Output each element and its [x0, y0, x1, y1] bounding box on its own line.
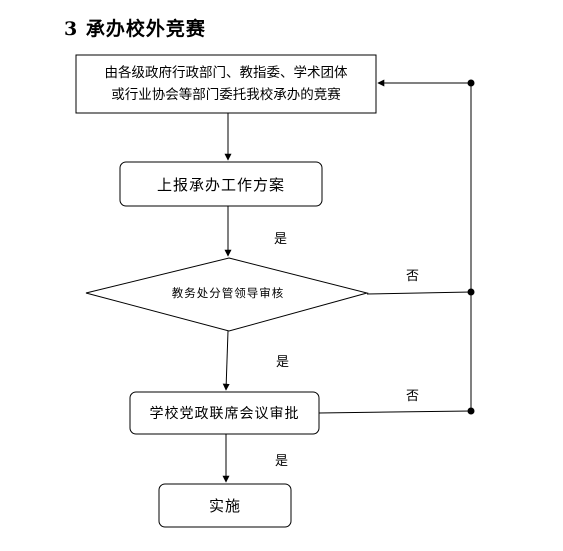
source-line-2: 或行业协会等部门委托我校承办的竞赛	[111, 87, 341, 103]
source-line-1: 由各级政府行政部门、教指委、学术团体	[104, 65, 348, 81]
edge-label-yes-1: 是	[274, 232, 288, 247]
implement-text: 实施	[208, 497, 241, 515]
source-box	[75, 54, 377, 114]
review-text: 教务处分管领导审核	[171, 286, 285, 300]
review-diamond	[85, 257, 369, 332]
submit-plan-text: 上报承办工作方案	[156, 175, 285, 194]
meeting-text: 学校党政联席会议审批	[149, 406, 300, 422]
edge-label-no-1: 否	[406, 269, 420, 284]
source-box-text: 由各级政府行政部门、教指委、学术团体 或行业协会等部门委托我校承办的竞赛	[76, 55, 376, 113]
section-heading: 3 承办校外竞赛	[64, 18, 206, 40]
edge-label-yes-3: 是	[275, 454, 289, 469]
arrow-review-to-meeting	[222, 330, 230, 391]
junction-dot-top	[467, 79, 475, 87]
reject-line-meeting	[318, 410, 472, 414]
implement-box	[158, 483, 292, 528]
edge-label-no-2: 否	[406, 389, 420, 404]
reject-line-review	[366, 291, 472, 295]
edge-label-yes-2: 是	[276, 355, 290, 370]
junction-dot-review	[467, 288, 475, 296]
submit-plan-box	[119, 161, 323, 207]
junction-dot-meeting	[467, 407, 475, 415]
